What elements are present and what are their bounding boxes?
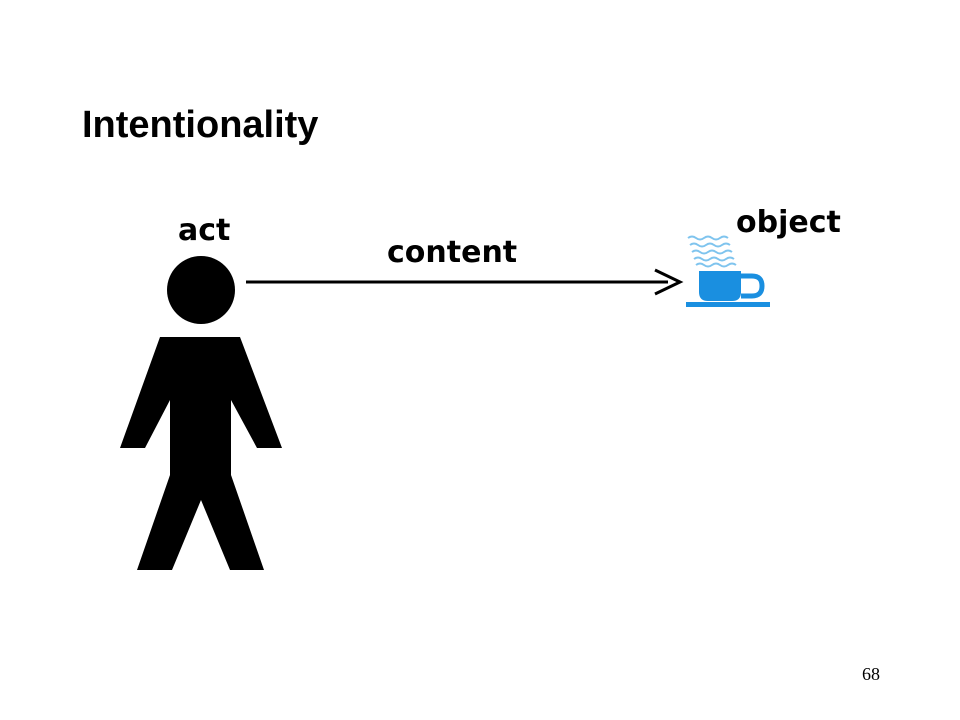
cup-handle <box>741 273 765 299</box>
saucer <box>686 302 770 307</box>
object-label: object <box>736 205 841 240</box>
slide-title: Intentionality <box>82 104 319 146</box>
figure-head <box>167 256 235 324</box>
content-label: content <box>387 235 517 270</box>
stick-figure-person-icon <box>120 256 282 570</box>
cup-body <box>699 271 741 301</box>
steaming-coffee-cup-icon <box>686 235 770 307</box>
steam-icon <box>687 235 737 268</box>
arrow-head <box>654 268 684 296</box>
intentional-arrow <box>246 268 684 296</box>
figure-body <box>120 337 282 570</box>
page-number: 68 <box>862 664 880 684</box>
act-label: act <box>178 213 230 248</box>
